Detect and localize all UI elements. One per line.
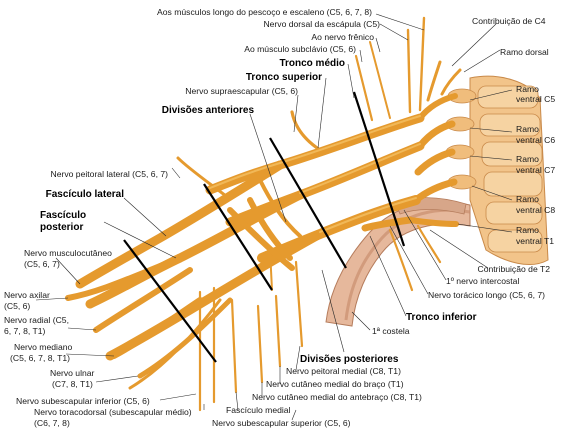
- leader-lines: [35, 13, 513, 421]
- label-intercostal: 1º nervo intercostal: [446, 276, 519, 286]
- label-cutaneo-braco: Nervo cutâneo medial do braço (T1): [266, 379, 404, 389]
- label-dorsal-escapula: Nervo dorsal da escápula (C5): [263, 19, 380, 29]
- label-ramo-ventral-c6-a: Ramo: [516, 124, 539, 134]
- label-ramo-dorsal: Ramo dorsal: [500, 47, 549, 57]
- label-ramo-ventral-c8-b: ventral C8: [516, 205, 555, 215]
- label-ramo-ventral-c5-b: ventral C5: [516, 94, 555, 104]
- label-tronco-medio: Tronco médio: [279, 58, 345, 69]
- label-musculocutaneo-a: Nervo musculocutâneo: [24, 248, 112, 258]
- label-toracico-longo: Nervo torácico longo (C5, 6, 7): [428, 290, 545, 300]
- label-divisoes-posteriores: Divisões posteriores: [300, 354, 399, 365]
- label-costela: 1ª costela: [372, 326, 410, 336]
- label-toracodorsal-a: Nervo toracodorsal (subescapular médio): [34, 407, 192, 417]
- label-cutaneo-antebraco: Nervo cutâneo medial do antebraço (C8, T…: [252, 392, 422, 402]
- label-ramo-ventral-c8-a: Ramo: [516, 194, 539, 204]
- label-axilar-b: (C5, 6): [4, 301, 30, 311]
- label-ramo-ventral-t1-b: ventral T1: [516, 236, 554, 246]
- label-fasciculo-posterior-b: posterior: [40, 222, 83, 233]
- label-ulnar-a: Nervo ulnar: [50, 368, 95, 378]
- label-subescapular-inferior: Nervo subescapular inferior (C5, 6): [16, 396, 150, 406]
- label-toracodorsal-b: (C6, 7, 8): [34, 418, 70, 428]
- label-nervo-frenico: Ao nervo frênico: [311, 32, 374, 42]
- label-peitoral-lateral: Nervo peitoral lateral (C5, 6, 7): [51, 169, 169, 179]
- label-musculocutaneo-b: (C5, 6, 7): [24, 259, 60, 269]
- label-tronco-superior: Tronco superior: [246, 72, 322, 83]
- label-mediano-b: (C5, 6, 7, 8, T1): [10, 353, 70, 363]
- section-dividers: [123, 91, 406, 363]
- first-rib: [325, 197, 471, 327]
- label-supraescapular: Nervo supraescapular (C5, 6): [185, 86, 298, 96]
- nerve-network: [65, 16, 462, 412]
- label-fasciculo-posterior-a: Fascículo: [40, 210, 86, 221]
- label-ramo-ventral-c5-a: Ramo: [516, 84, 539, 94]
- label-radial-a: Nervo radial (C5,: [4, 315, 69, 325]
- label-fasciculo-lateral: Fascículo lateral: [46, 189, 125, 200]
- label-axilar-a: Nervo axilar: [4, 290, 50, 300]
- label-fasciculo-medial: Fascículo medial: [226, 405, 291, 415]
- label-longo-pescoco: Aos músculos longo do pescoço e escaleno…: [157, 7, 372, 17]
- vertebral-column: [445, 75, 549, 266]
- label-ulnar-b: (C7, 8, T1): [52, 379, 93, 389]
- labels: Aos músculos longo do pescoço e escaleno…: [4, 7, 555, 428]
- label-divisoes-anteriores: Divisões anteriores: [162, 105, 255, 116]
- label-mediano-a: Nervo mediano: [14, 342, 72, 352]
- label-tronco-inferior: Tronco inferior: [406, 312, 477, 323]
- label-contribuicao-t2: Contribuição de T2: [478, 264, 551, 274]
- label-subclavio: Ao músculo subclávio (C5, 6): [244, 44, 356, 54]
- label-subescapular-superior: Nervo subescapular superior (C5, 6): [212, 418, 351, 428]
- label-ramo-ventral-c6-b: ventral C6: [516, 135, 555, 145]
- label-contribuicao-c4: Contribuição de C4: [472, 16, 546, 26]
- label-ramo-ventral-c7-a: Ramo: [516, 154, 539, 164]
- label-ramo-ventral-t1-a: Ramo: [516, 225, 539, 235]
- label-peitoral-medial: Nervo peitoral medial (C8, T1): [286, 366, 401, 376]
- label-radial-b: 6, 7, 8, T1): [4, 326, 46, 336]
- label-ramo-ventral-c7-b: ventral C7: [516, 165, 555, 175]
